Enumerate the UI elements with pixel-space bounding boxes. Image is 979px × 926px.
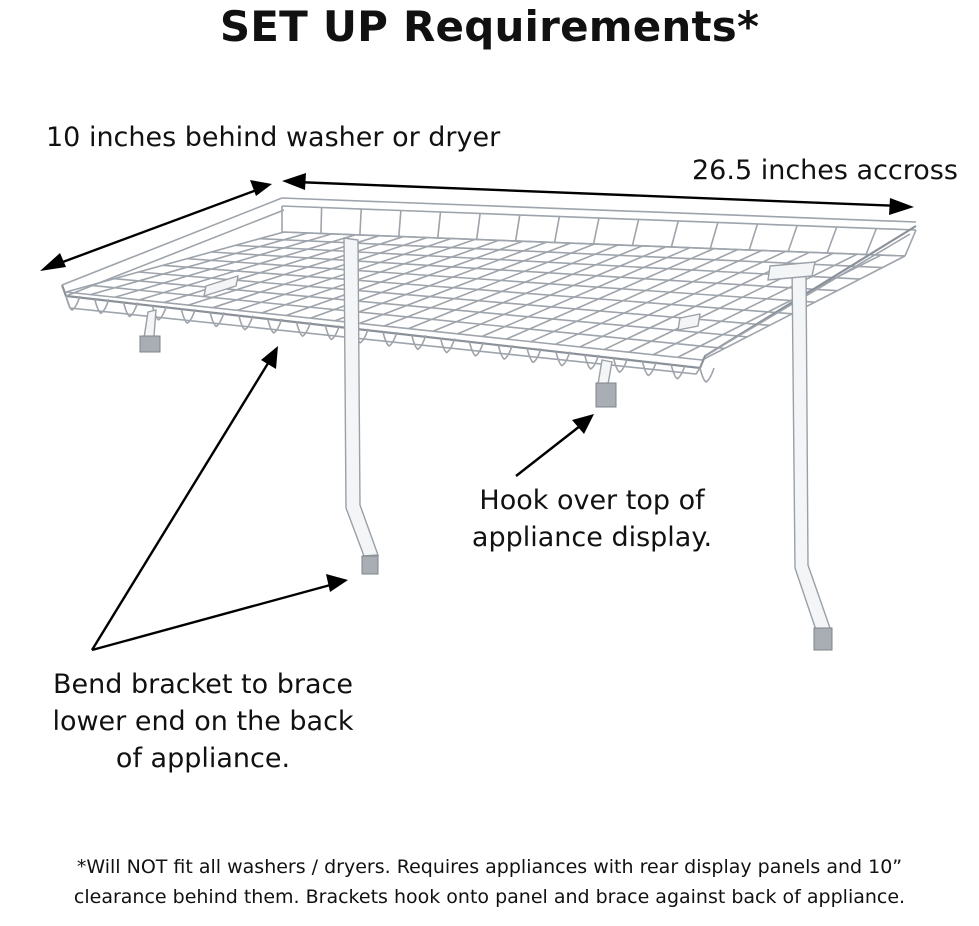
hook-instruction-line1: Hook over top of <box>479 485 705 516</box>
shelf-wire <box>530 248 739 343</box>
shelf-wire <box>235 244 860 280</box>
hook-arrow <box>515 414 594 477</box>
front-loop-wire <box>65 295 81 311</box>
shelf-wire <box>211 251 838 292</box>
hook-instruction-line2: appliance display. <box>471 522 713 553</box>
footnote-line1: *Will NOT fit all washers / dryers. Requ… <box>76 856 903 878</box>
back-rail-wire <box>670 220 680 248</box>
back-rail-wire <box>553 216 561 243</box>
front-loop-wire <box>295 321 312 338</box>
front-loop-wire <box>238 315 254 331</box>
front-loop-wire <box>94 299 110 315</box>
bend-arrow-lower <box>91 574 348 652</box>
shelf-wire <box>114 233 332 298</box>
shelf-wire <box>408 244 619 330</box>
back-rail-wire <box>475 213 481 240</box>
back-rail-wire <box>709 222 719 249</box>
shelf-wire <box>554 249 763 346</box>
front-loop-wire <box>266 318 283 334</box>
shelf-wire <box>579 250 786 348</box>
back-rail-wire <box>748 223 759 251</box>
shelf-wire <box>457 246 667 335</box>
bend-instruction: Bend bracket to brace lower end on the b… <box>38 666 368 777</box>
shelf-wire <box>162 264 793 315</box>
front-loop-wire <box>699 367 715 383</box>
shelf-wire <box>139 234 356 301</box>
shelf-wire <box>383 243 595 327</box>
front-loop-wire <box>612 357 629 374</box>
shelf-wire <box>652 253 858 356</box>
front-loop-wire <box>641 361 658 377</box>
shelf-wire <box>90 232 309 296</box>
shelf-wire <box>90 284 725 350</box>
shelf-wire <box>285 239 500 317</box>
back-rail-wire <box>865 228 878 255</box>
footnote-line2: clearance behind them. Brackets hook ont… <box>73 886 906 908</box>
front-loop-wire <box>209 312 225 328</box>
back-rail-wire <box>592 217 600 245</box>
footnote: *Will NOT fit all washers / dryers. Requ… <box>0 852 979 912</box>
depth-double-arrow <box>40 180 272 271</box>
shelf-front-loops <box>65 295 715 383</box>
back-rail-wire <box>320 207 323 234</box>
shelf-wire <box>283 231 906 257</box>
back-rail-wire <box>904 229 917 257</box>
shelf-wire <box>188 235 404 306</box>
shelf-wire <box>505 247 715 340</box>
width-label: 26.5 inches accross <box>692 155 958 186</box>
back-rail-wire <box>631 219 640 246</box>
bend-arrow-upper <box>90 346 278 651</box>
shelf-wire <box>359 242 571 325</box>
front-loop-wire <box>382 331 398 347</box>
shelf-wire <box>138 271 770 327</box>
depth-label: 10 inches behind washer or dryer <box>46 122 501 153</box>
shelf-wire <box>212 236 428 309</box>
front-loop-wire <box>555 351 571 367</box>
width-double-arrow <box>282 173 914 215</box>
front-loop-wire <box>670 364 686 380</box>
shelf-back-verticals <box>281 206 917 257</box>
bend-instruction-line2: lower end on the back <box>52 706 354 737</box>
front-loop-wire <box>583 354 600 370</box>
shelf-wire <box>334 241 548 322</box>
front-loop-wire <box>497 344 514 361</box>
back-rail-wire <box>398 210 402 237</box>
shelf-wire <box>65 291 703 361</box>
mounting-plates <box>203 261 816 331</box>
right-bracket <box>791 265 833 651</box>
shelf-grid <box>65 231 906 361</box>
back-rail-wire <box>359 208 363 236</box>
back-rail-wire <box>787 225 798 252</box>
left-hook <box>139 309 161 353</box>
front-loop-wire <box>122 302 139 318</box>
front-loop-wire <box>180 308 197 325</box>
shelf-wire <box>261 238 476 314</box>
shelf-wire <box>481 246 691 338</box>
back-rail-wire <box>826 226 838 254</box>
middle-hook <box>595 359 617 408</box>
shelf-back-rail <box>281 197 917 257</box>
shelf-wire <box>259 237 883 269</box>
shelf-wire <box>187 257 815 304</box>
center-bracket <box>343 237 379 575</box>
bend-instruction-line3: of appliance. <box>115 743 291 774</box>
hook-instruction: Hook over top of appliance display. <box>462 482 722 556</box>
back-rail-wire <box>514 214 521 242</box>
bend-instruction-line1: Bend bracket to brace <box>53 669 353 700</box>
front-loop-wire <box>526 348 542 364</box>
front-loop-wire <box>468 341 485 357</box>
front-loop-wire <box>411 335 427 351</box>
shelf-wire <box>432 245 643 332</box>
front-loop-wire <box>324 325 341 341</box>
back-rail-wire <box>436 211 442 239</box>
page-title: SET UP Requirements* <box>219 2 760 51</box>
front-loop-wire <box>439 338 456 354</box>
